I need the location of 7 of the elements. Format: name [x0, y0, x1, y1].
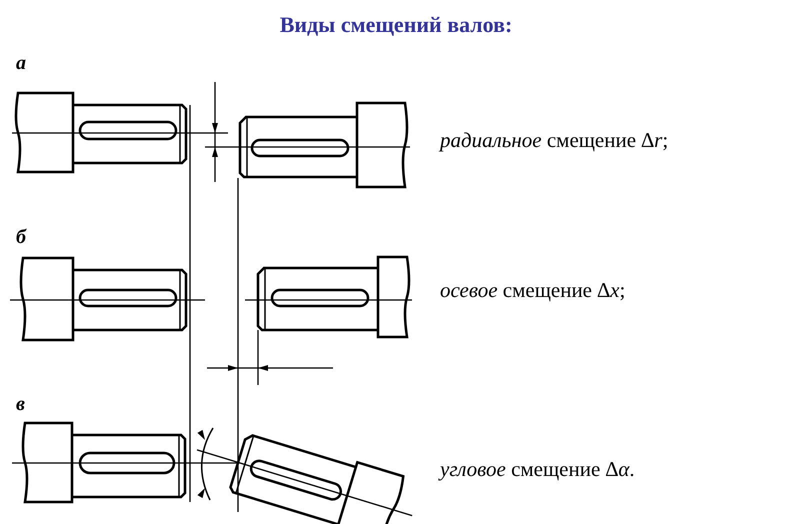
- caption: угловое смещение ∆α.: [440, 457, 635, 482]
- caption: осевое смещение ∆x;: [440, 278, 626, 303]
- caption: радиальное смещение ∆r;: [440, 128, 668, 153]
- title: Виды смещений валов:: [278, 12, 514, 38]
- panel-letter: в: [16, 393, 25, 416]
- panel-letter: б: [16, 226, 26, 249]
- panel-letter: а: [16, 52, 26, 75]
